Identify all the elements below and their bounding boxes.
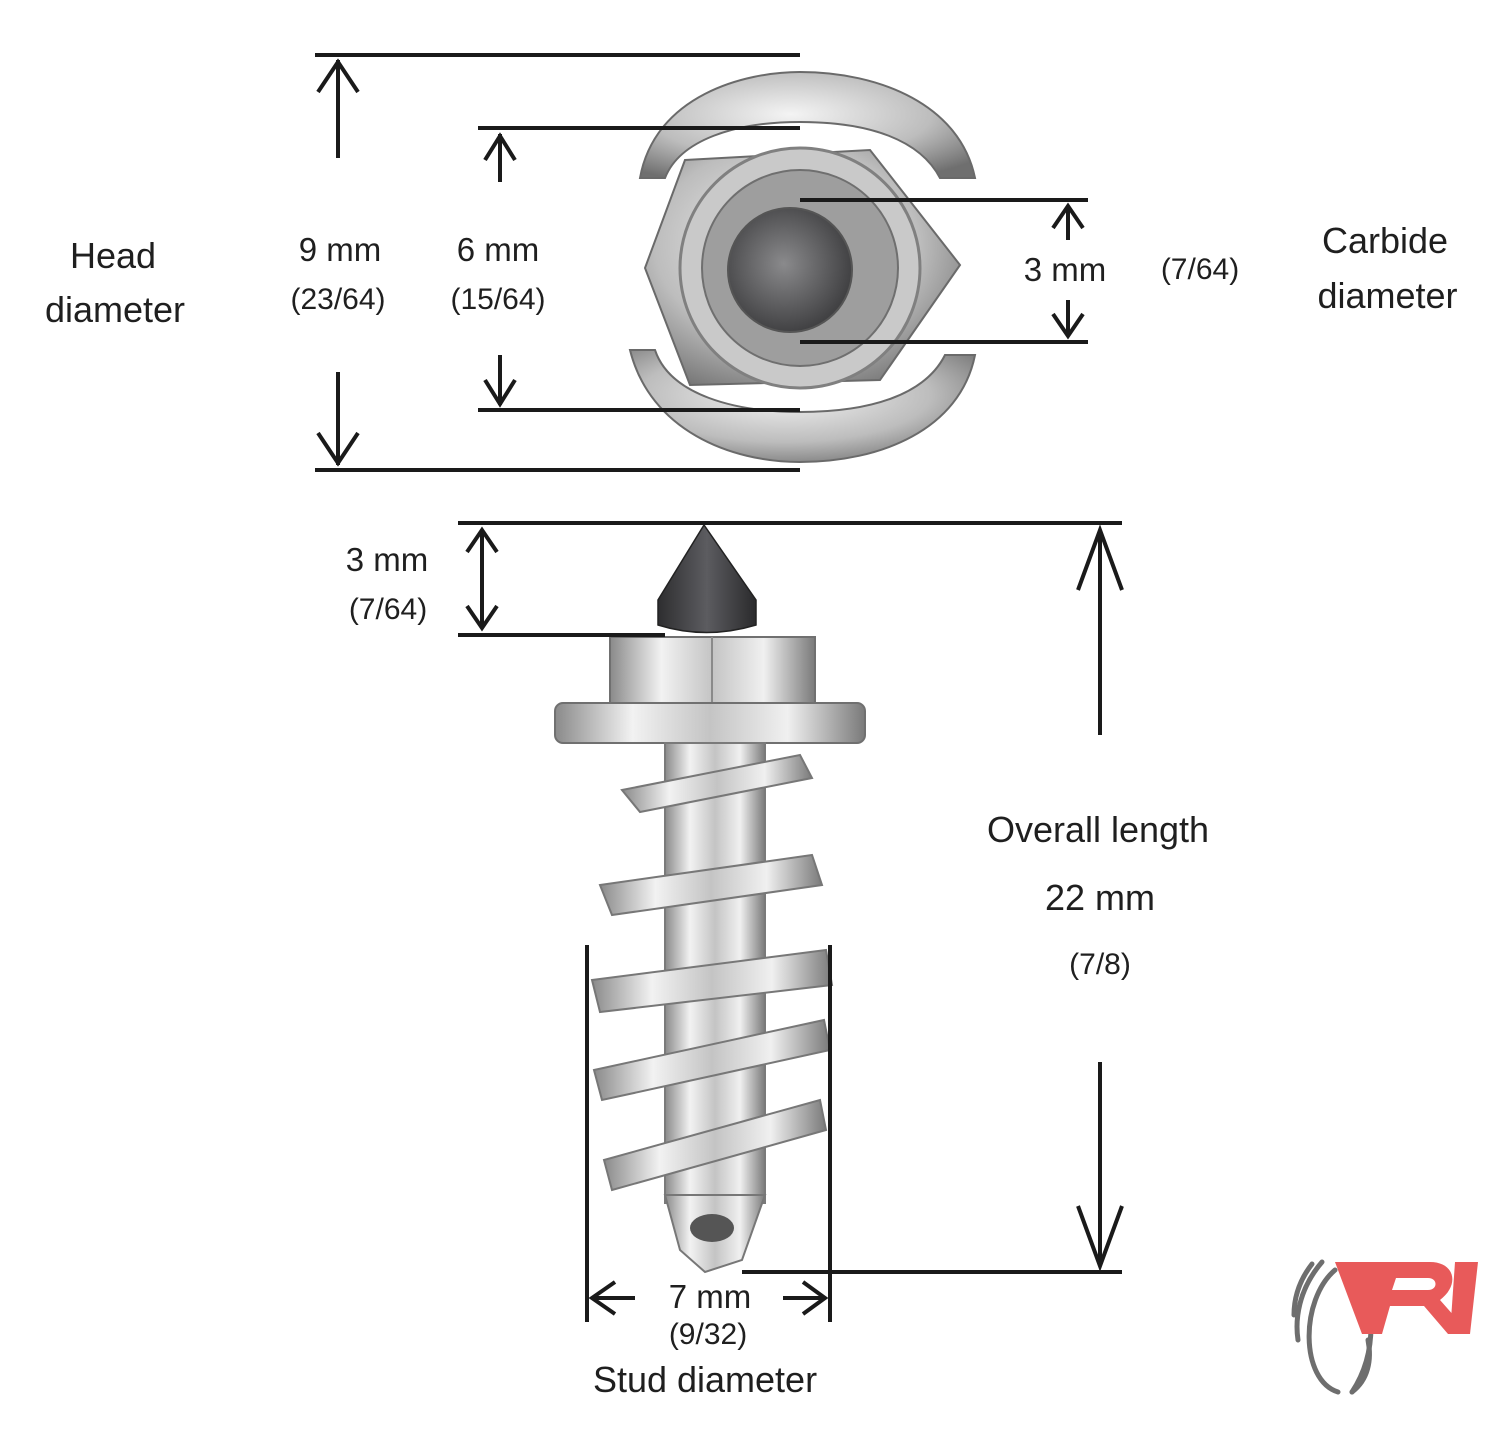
stud-diameter-title: Stud diameter — [592, 1359, 818, 1400]
stud-diameter-mm: 7 mm — [668, 1278, 752, 1315]
head-diameter-title-line1: Head — [69, 235, 157, 276]
thread-5 — [602, 1098, 828, 1192]
side-flange — [554, 702, 866, 744]
r1-logo-red-mark — [1335, 1262, 1470, 1334]
thread-2 — [598, 853, 824, 917]
overall-length-inch: (7/8) — [1069, 948, 1131, 981]
flange-bottom-arc — [628, 349, 977, 464]
dimension-lines — [315, 53, 1124, 1322]
inner-diameter-mm: 6 mm — [456, 231, 540, 268]
stud-head-top-view — [628, 70, 977, 464]
tip-height-mm: 3 mm — [345, 541, 429, 578]
overall-length-mm: 22 mm — [1044, 877, 1156, 918]
head-diameter-inch: (23/64) — [290, 283, 386, 316]
overall-length-title: Overall length — [986, 809, 1210, 850]
carbide-tip — [657, 523, 757, 634]
r1-logo — [1291, 1259, 1478, 1395]
carbide-diameter-title-line1: Carbide — [1321, 220, 1449, 261]
carbide-diameter-mm: 3 mm — [1023, 251, 1107, 288]
stud-side-view — [554, 523, 866, 1274]
head-diameter-mm: 9 mm — [298, 231, 382, 268]
tip-height-inch: (7/64) — [348, 593, 428, 626]
carbide-diameter-inch: (7/64) — [1160, 253, 1240, 286]
stud-diameter-inch: (9/32) — [668, 1318, 748, 1351]
carbide-diameter-title-line2: diameter — [1317, 275, 1458, 316]
thread-1 — [620, 753, 814, 814]
head-diameter-title-line2: diameter — [44, 289, 186, 330]
inner-diameter-inch: (15/64) — [450, 283, 546, 316]
carbide-pin-top — [727, 207, 853, 333]
